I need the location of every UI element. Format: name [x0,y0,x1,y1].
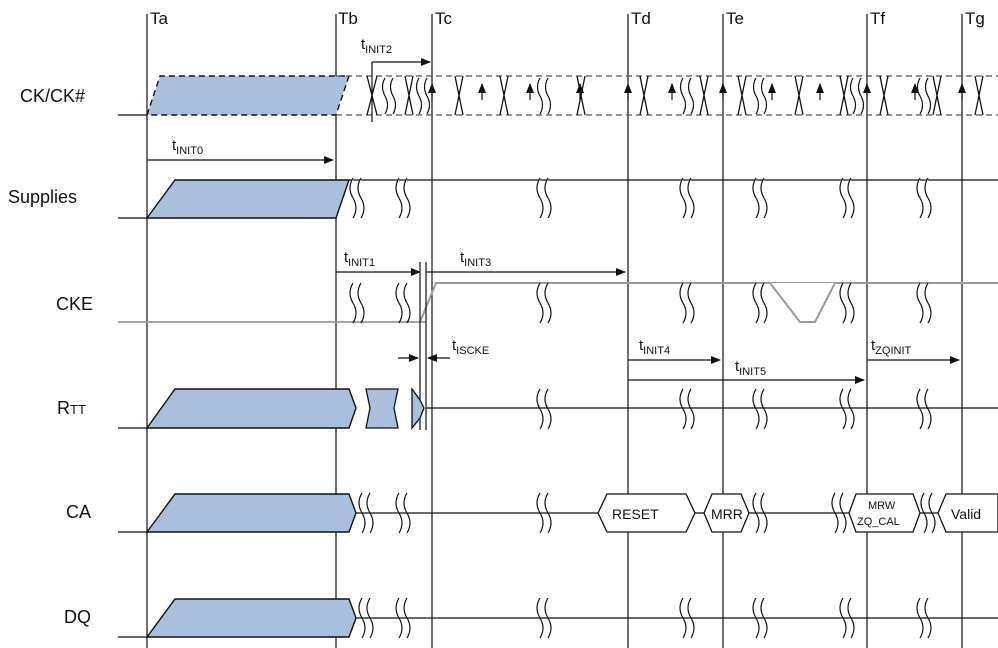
ca-waveform: RESET MRR MRW ZQ_CAL Valid [118,492,998,534]
signal-label-dq: DQ [64,607,91,627]
ca-command-mrw: MRW [868,500,896,512]
signal-label-rtt: RTT [57,398,86,418]
svg-text:tINIT3: tINIT3 [460,249,491,269]
ca-command-valid: Valid [951,506,981,522]
time-marker-tf: Tf [870,9,885,28]
svg-text:tINIT4: tINIT4 [639,337,670,357]
time-marker-td: Td [631,9,651,28]
signal-label-cke: CKE [56,294,93,314]
signal-label-supplies: Supplies [8,187,77,207]
supplies-waveform [118,177,998,219]
timing-tinit4: tINIT4 [628,337,721,364]
cke-waveform [118,262,998,430]
svg-text:tZQINIT: tZQINIT [871,337,912,357]
signal-label-clock: CK/CK# [20,86,85,106]
signal-label-ca: CA [66,502,91,522]
clock-waveform [118,75,998,116]
time-marker-lines [146,14,963,648]
svg-text:tINIT2: tINIT2 [361,36,392,56]
timing-tzqinit: tZQINIT [867,337,960,364]
ca-command-zq-cal: ZQ_CAL [857,516,900,528]
rtt-waveform [118,387,998,430]
timing-tiscke: tISCKE [398,337,489,362]
svg-text:tINIT5: tINIT5 [735,358,766,378]
time-marker-tb: Tb [338,9,358,28]
time-marker-tc: Tc [435,9,453,28]
svg-text:tINIT1: tINIT1 [344,249,375,269]
time-marker-te: Te [726,9,744,28]
timing-tinit1: tINIT1 [336,249,421,276]
time-marker-ta: Ta [150,9,169,28]
timing-tinit3: tINIT3 [426,249,626,276]
timing-tinit0: tINIT0 [147,137,334,164]
timing-tinit5: tINIT5 [628,358,865,384]
dq-waveform [118,597,998,639]
timing-tinit2: tINIT2 [361,36,431,122]
svg-text:tINIT0: tINIT0 [172,137,203,157]
svg-text:tISCKE: tISCKE [452,337,489,357]
ca-command-mrr: MRR [711,506,743,522]
time-marker-tg: Tg [965,9,985,28]
ca-command-reset: RESET [612,506,659,522]
